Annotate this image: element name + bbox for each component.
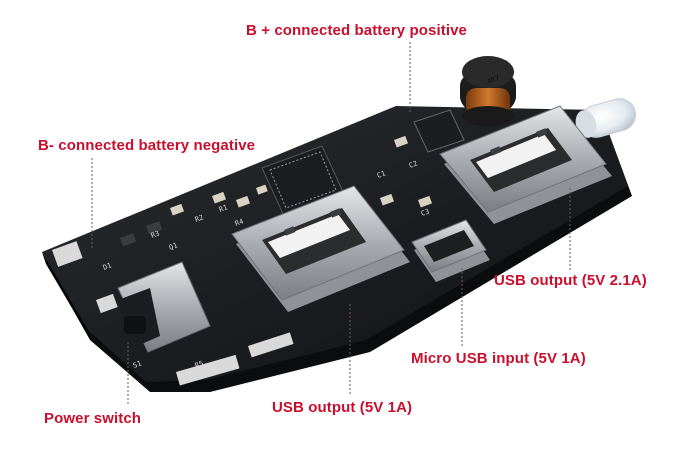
- marking-r5: R5: [194, 359, 205, 369]
- marking-4r7: 4R7: [486, 74, 501, 86]
- micro-usb-port: [411, 219, 490, 282]
- marking-r1: R1: [218, 203, 229, 213]
- marking-c1: C1: [376, 169, 387, 179]
- leader-lines: [91, 42, 571, 406]
- marking-s1: S1: [132, 359, 143, 369]
- usb-port-2-1a: [439, 105, 612, 224]
- led: [575, 98, 637, 138]
- power-switch: [117, 261, 211, 353]
- usb-port-1a: [231, 185, 410, 312]
- label-micro-usb-input: Micro USB input (5V 1A): [411, 350, 586, 367]
- solder-pads: [51, 241, 294, 386]
- label-b-plus: B + connected battery positive: [246, 22, 467, 39]
- square-ic: [413, 109, 465, 153]
- label-usb-output-1a: USB output (5V 1A): [272, 399, 413, 416]
- label-usb-output-2-1a: USB output (5V 2.1A): [494, 272, 647, 289]
- silkscreen-markings: R1 R2 R3 R4 R5 C1 C2 C3 D1 Q1 S1 4R7: [102, 74, 501, 370]
- marking-c2: C2: [408, 159, 419, 169]
- inductor: [460, 56, 516, 126]
- label-b-minus: B- connected battery negative: [38, 137, 256, 154]
- marking-c3: C3: [420, 207, 431, 217]
- marking-q1: Q1: [168, 241, 179, 251]
- label-power-switch: Power switch: [44, 410, 142, 427]
- smd-components: [120, 135, 433, 247]
- marking-r4: R4: [234, 217, 245, 227]
- marking-r3: R3: [150, 229, 161, 239]
- marking-d1: D1: [102, 261, 113, 271]
- marking-r2: R2: [194, 213, 205, 223]
